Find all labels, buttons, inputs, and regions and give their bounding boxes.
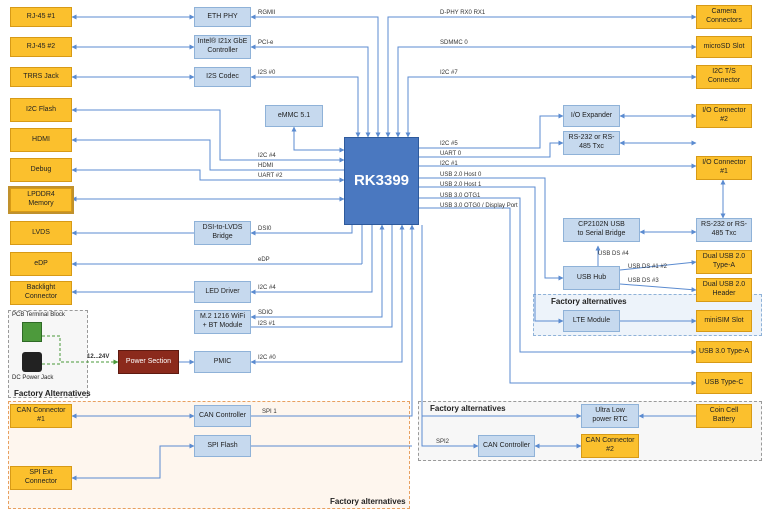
- i2c-flash: I2C Flash: [10, 98, 72, 122]
- i2s-codec: I2S Codec: [194, 67, 251, 87]
- dc-power-jack-label: DC Power Jack: [12, 375, 54, 381]
- can-connector-1: CAN Connector #1: [10, 404, 72, 428]
- microsd-slot: microSD Slot: [696, 36, 752, 58]
- usb-hub: USB Hub: [563, 266, 620, 290]
- led-driver: LED Driver: [194, 281, 251, 303]
- usb-ds4-label: USB DS #4: [598, 251, 629, 257]
- dual-usb-header: Dual USB 2.0 Header: [696, 278, 752, 302]
- dc-jack-image: [22, 352, 42, 372]
- io-connector-1: I/O Connector #1: [696, 156, 752, 180]
- i2c5-label: I2C #5: [440, 141, 458, 147]
- factory-alternatives-bottom-title: Factory alternatives: [330, 497, 406, 506]
- wifi-bt-module: M.2 1216 WiFi + BT Module: [194, 310, 251, 334]
- intel-gbe-controller: Intel® I21x GbE Controller: [194, 35, 251, 59]
- i2s0-label: I2S #0: [258, 70, 276, 76]
- terminal-block-image: [22, 322, 42, 342]
- usb-ds3-label: USB DS #3: [628, 278, 659, 284]
- dual-usb-type-a: Dual USB 2.0 Type-A: [696, 250, 752, 274]
- rgmii-label: RGMII: [258, 10, 276, 16]
- dphy-label: D-PHY RX0 RX1: [440, 10, 486, 16]
- lte-module: LTE Module: [563, 310, 620, 332]
- lpddr4-memory: LPDDR4 Memory: [8, 186, 74, 214]
- dsi-to-lvds-bridge: DSI-to-LVDS Bridge: [194, 221, 251, 245]
- pmic: PMIC: [194, 351, 251, 373]
- emmc-storage: eMMC 5.1: [265, 105, 323, 127]
- backlight-connector: Backlight Connector: [10, 281, 72, 305]
- trrs-jack: TRRS Jack: [10, 67, 72, 87]
- pcie-label: PCI-e: [258, 40, 274, 46]
- ultra-low-power-rtc: Ultra Low power RTC: [581, 404, 639, 428]
- can-controller-1: CAN Controller: [194, 405, 251, 427]
- minisim-slot: miniSIM Slot: [696, 310, 752, 332]
- eth-phy: ETH PHY: [194, 7, 251, 27]
- usb3-otg0-label: USB 3.0 OTG0 / Display Port: [440, 203, 518, 209]
- spi2-label: SPI2: [436, 439, 450, 445]
- rj45-1-connector: RJ-45 #1: [10, 7, 72, 27]
- rk3399-cpu: RK3399: [344, 137, 419, 225]
- spi-flash: SPI Flash: [194, 435, 251, 457]
- usb2-host1-label: USB 2.0 Host 1: [440, 182, 482, 188]
- lvds-connector: LVDS: [10, 221, 72, 245]
- spi-ext-connector: SPI Ext Connector: [10, 466, 72, 490]
- i2c-ts-connector: I2C T/S Connector: [696, 65, 752, 89]
- i2s1-label: I2S #1: [258, 321, 276, 327]
- edp-connector: eDP: [10, 252, 72, 276]
- can-controller-2: CAN Controller: [478, 435, 535, 457]
- i2c1-label: I2C #1: [440, 161, 458, 167]
- dsi0-label: DSI0: [258, 226, 272, 232]
- usb2-host0-label: USB 2.0 Host 0: [440, 172, 482, 178]
- i2c0-label: I2C #0: [258, 355, 276, 361]
- debug-connector: Debug: [10, 158, 72, 182]
- spi1-label: SPI 1: [262, 409, 277, 415]
- io-connector-2: I/O Connector #2: [696, 104, 752, 128]
- i2c4-label-a: I2C #4: [258, 153, 276, 159]
- camera-connectors: Camera Connectors: [696, 5, 752, 29]
- usb-ds12-label: USB DS #1 #2: [628, 264, 668, 270]
- rs232-rs485-transceiver-left: RS-232 or RS- 485 Txc: [563, 131, 620, 155]
- sdmmc0-label: SDMMC 0: [440, 40, 468, 46]
- power-section: Power Section: [118, 350, 179, 374]
- coin-cell-battery: Coin Cell Battery: [696, 404, 752, 428]
- io-expander: I/O Expander: [563, 105, 620, 127]
- pcb-terminal-block-label: PCB Terminal Block: [12, 312, 65, 318]
- i2c4-label-b: I2C #4: [258, 285, 276, 291]
- factory-alternatives-usb-title: Factory alternatives: [551, 297, 627, 306]
- usb3-type-a: USB 3.0 Type-A: [696, 341, 752, 363]
- sdio-label: SDIO: [258, 310, 273, 316]
- cp2102n-usb-serial-bridge: CP2102N USB to Serial Bridge: [563, 218, 640, 242]
- hdmi-connector: HDMI: [10, 128, 72, 152]
- uart0-label: UART 0: [440, 151, 462, 157]
- edp-label: eDP: [258, 257, 270, 263]
- hdmi-label: HDMI: [258, 163, 274, 169]
- usb-type-c: USB Type-C: [696, 372, 752, 394]
- factory-alternatives-left-title: Factory Alternatives: [14, 389, 91, 398]
- usb3-otg1-label: USB 3.0 OTG1: [440, 193, 481, 199]
- rj45-2-connector: RJ-45 #2: [10, 37, 72, 57]
- voltage-label: 12...24V: [87, 354, 110, 360]
- i2c7-label: I2C #7: [440, 70, 458, 76]
- uart2-label: UART #2: [258, 173, 283, 179]
- factory-alternatives-power-region: [8, 310, 88, 398]
- rs232-rs485-transceiver-right: RS-232 or RS- 485 Txc: [696, 218, 752, 242]
- can-connector-2: CAN Connector #2: [581, 434, 639, 458]
- factory-alternatives-right-title: Factory alternatives: [430, 404, 506, 413]
